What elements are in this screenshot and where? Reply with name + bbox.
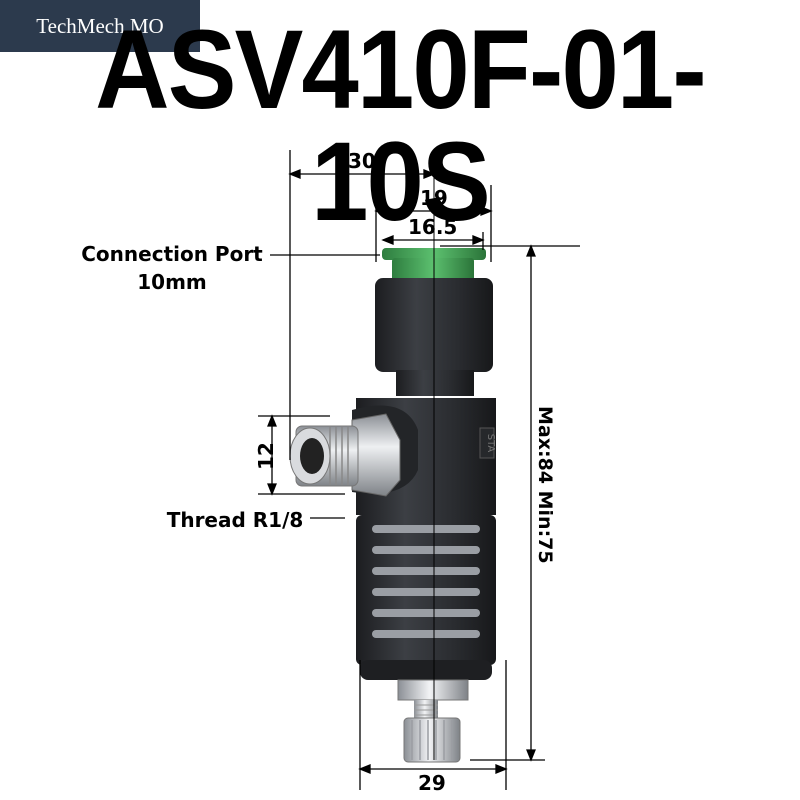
- valve-body: STA: [289, 248, 496, 763]
- connection-port-size: 10mm: [137, 270, 207, 294]
- dim-port-inner: 16.5: [408, 215, 458, 239]
- connection-port-label: Connection Port 10mm: [62, 240, 282, 296]
- product-model-title: ASV410F-01-10S: [95, 7, 707, 244]
- dim-port-outer: 19: [420, 186, 448, 210]
- dim-top-width: 30: [348, 149, 376, 173]
- dim-overall-height: Max:84 Min:75: [534, 406, 556, 564]
- connection-port-title: Connection Port: [81, 242, 263, 266]
- dim-bottom-width: 29: [418, 771, 446, 795]
- thread-label: Thread R1/8: [166, 508, 304, 532]
- watermark-badge: TechMech MO: [0, 0, 200, 52]
- body-marking: STA: [485, 434, 496, 453]
- dim-side-height: 12: [254, 442, 278, 470]
